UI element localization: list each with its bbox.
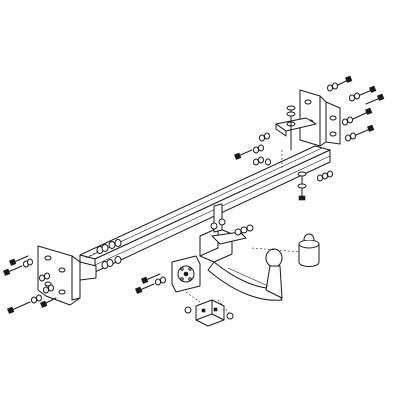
center-bolt-set [234, 132, 271, 166]
left-washer-set [39, 272, 50, 282]
socket-bolt-set [135, 273, 166, 294]
left-bolt-set-upper [3, 255, 33, 276]
left-inner-bolt-set [85, 239, 122, 269]
right-bolt-set-lower [342, 107, 375, 142]
tow-ball-neck [199, 227, 283, 301]
tow-ball-cover [298, 233, 320, 267]
lower-bolt-set [297, 170, 333, 201]
neck-bolt-set [210, 218, 254, 236]
electrical-socket [184, 299, 234, 327]
center-mounting-plate [275, 105, 317, 151]
socket-plate [171, 255, 201, 293]
left-bolt-set-lower [7, 284, 57, 314]
right-bolt-set-upper [327, 75, 385, 105]
